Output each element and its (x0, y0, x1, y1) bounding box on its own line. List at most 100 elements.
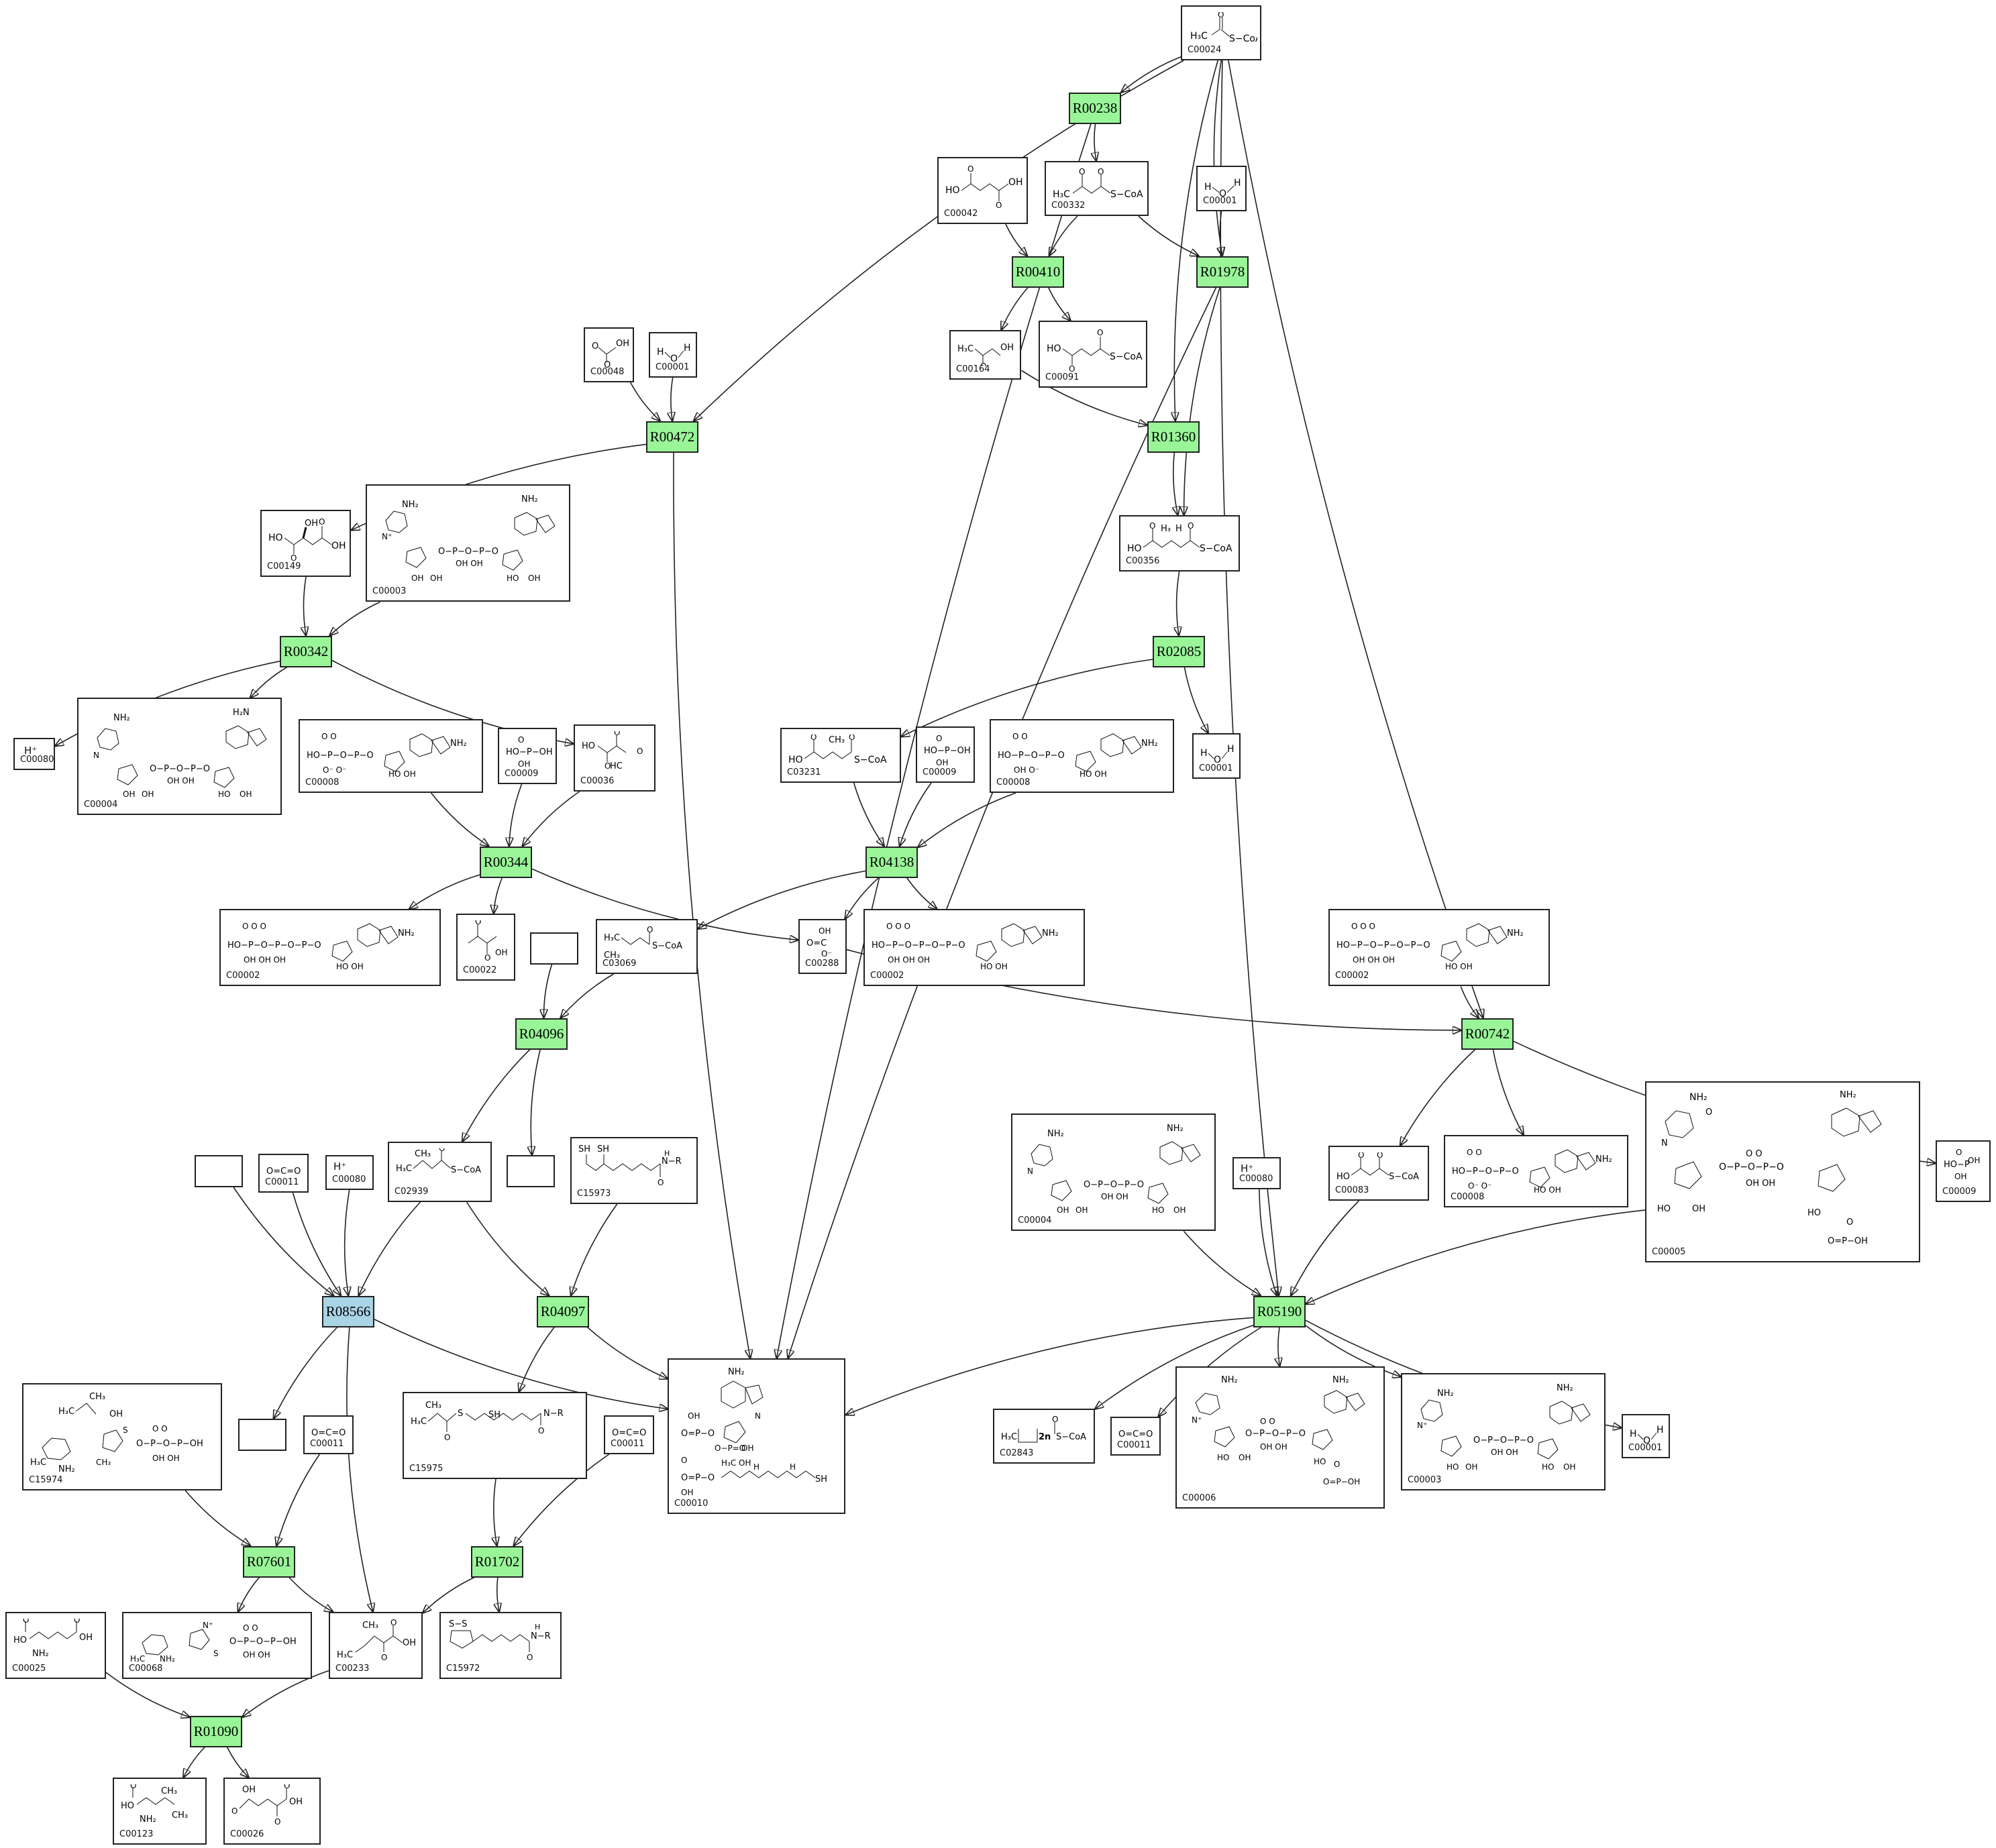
svg-text:O: O (1052, 1415, 1058, 1424)
reaction-node-r04096[interactable]: R04096 (515, 1018, 568, 1050)
compound-c00080[interactable]: H⁺ C00080 (13, 738, 55, 770)
compound-id: C00332 (1051, 201, 1086, 211)
svg-text:O=C=O: O=C=O (311, 1428, 346, 1438)
edge-R01702-c00233 (423, 1576, 475, 1613)
reaction-node-r01360[interactable]: R01360 (1147, 421, 1200, 453)
compound-empty[interactable] (238, 1419, 286, 1451)
svg-text:HO: HO (13, 1635, 27, 1645)
svg-text:O: O (274, 1817, 280, 1827)
reaction-node-r00742[interactable]: R00742 (1461, 1018, 1514, 1050)
reaction-node-r05190[interactable]: R05190 (1253, 1296, 1306, 1327)
svg-text:H₃: H₃ (1161, 524, 1171, 534)
reaction-node-r00238[interactable]: R00238 (1069, 93, 1121, 124)
compound-empty[interactable] (530, 932, 578, 965)
reaction-node-r07601[interactable]: R07601 (243, 1546, 295, 1578)
compound-c00080[interactable]: H⁺ C00080 (325, 1155, 374, 1190)
svg-text:NH₂: NH₂ (402, 500, 419, 510)
reaction-node-r00344[interactable]: R00344 (480, 847, 532, 878)
reaction-node-r00342[interactable]: R00342 (280, 636, 332, 667)
svg-text:OH: OH (109, 1409, 123, 1419)
edge-R00472-c00010 (673, 452, 750, 1359)
edge-c00011c-R01702 (514, 1454, 610, 1546)
edge-c00164-R01360 (1021, 370, 1148, 425)
svg-text:HO−P−O−P−O−P−O: HO−P−O−P−O−P−O (872, 940, 965, 950)
svg-text:H: H (1204, 182, 1212, 193)
reaction-node-r04097[interactable]: R04097 (537, 1296, 589, 1327)
svg-text:H₃C: H₃C (1001, 1432, 1017, 1442)
svg-text:O: O (1643, 1435, 1650, 1444)
svg-text:HO: HO (507, 574, 519, 583)
reaction-node-r02085[interactable]: R02085 (1153, 636, 1205, 667)
reaction-node-r01702[interactable]: R01702 (471, 1546, 523, 1578)
svg-text:O O: O O (152, 1424, 168, 1433)
compound-c00011[interactable]: O=C=O C00011 (258, 1154, 309, 1193)
compound-c00011[interactable]: O=C=O C00011 (303, 1415, 354, 1454)
compound-empty[interactable] (195, 1155, 243, 1187)
compound-id: C00149 (267, 561, 301, 572)
compound-c00080[interactable]: H⁺ C00080 (1232, 1157, 1281, 1189)
svg-text:N: N (1661, 1138, 1668, 1148)
compound-id: C00288 (805, 959, 839, 969)
compound-c00011[interactable]: O=C=O C00011 (604, 1415, 654, 1454)
svg-text:S−CoA: S−CoA (652, 941, 682, 951)
reaction-node-r00472[interactable]: R00472 (646, 421, 698, 453)
reaction-node-r00410[interactable]: R00410 (1012, 256, 1064, 288)
svg-text:OH: OH (1692, 1204, 1705, 1214)
compound-c00011[interactable]: O=C=O C00011 (1110, 1417, 1161, 1456)
reaction-node-r04138[interactable]: R04138 (865, 847, 918, 878)
compound-empty[interactable] (507, 1155, 555, 1187)
reaction-node-r01090[interactable]: R01090 (190, 1716, 242, 1747)
reaction-node-r01978[interactable]: R01978 (1196, 256, 1249, 288)
svg-text:OH: OH (1563, 1462, 1575, 1472)
svg-text:HO: HO (1542, 1462, 1554, 1472)
svg-text:NH₂: NH₂ (160, 1654, 175, 1663)
reaction-node-r08566[interactable]: R08566 (322, 1296, 374, 1327)
svg-text:H₃C: H₃C (957, 344, 974, 354)
